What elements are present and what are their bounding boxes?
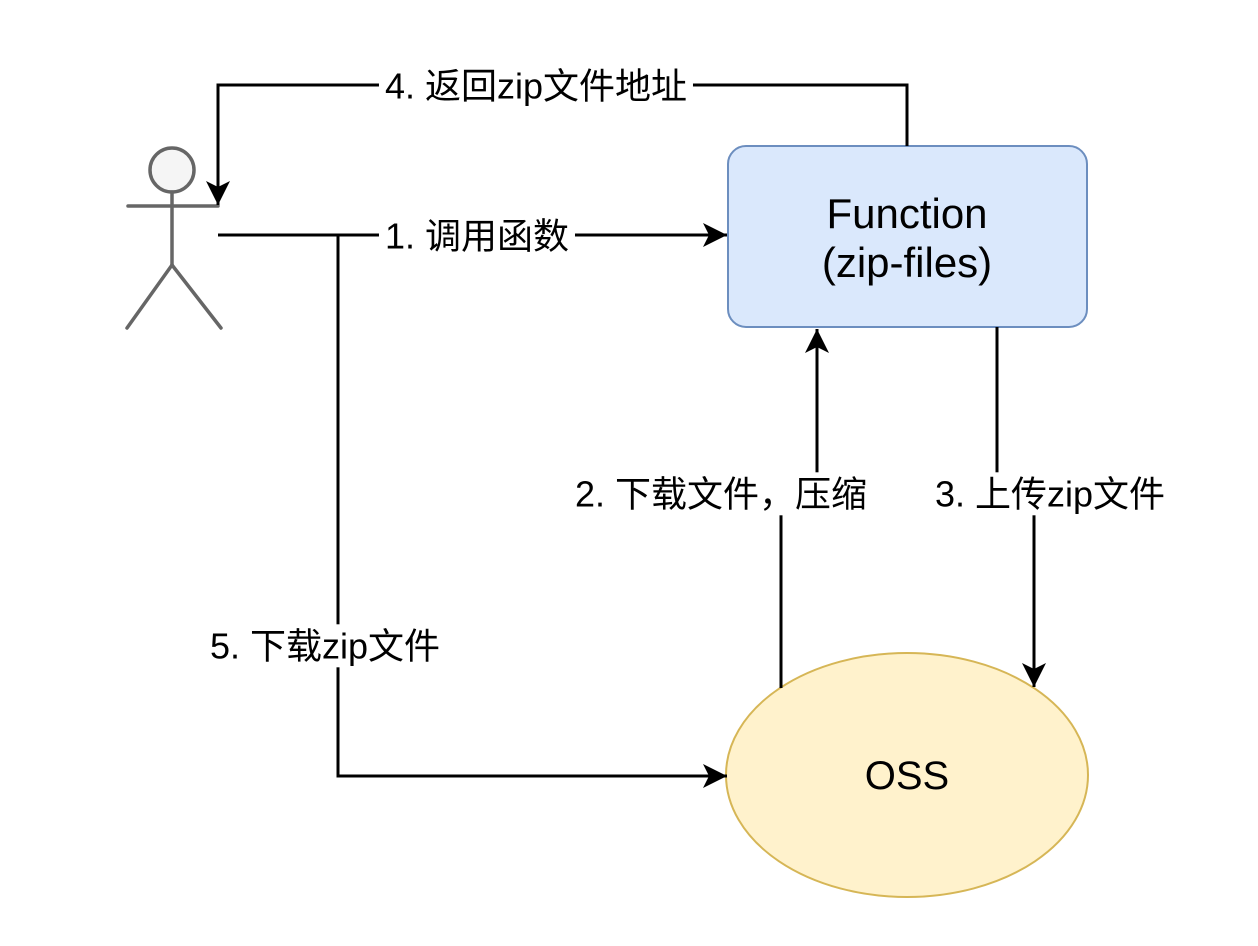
function-node-label-line1: Function [826,190,988,237]
actor-leg-left [125,263,174,330]
edge-label-download-zip: 5. 下载zip文件 [203,624,447,668]
edge-label-download-compress: 2. 下载文件，压缩 [568,472,874,516]
edge-label-upload-zip: 3. 上传zip文件 [928,472,1172,516]
edge-download-zip [336,235,727,788]
user-actor [125,146,223,330]
function-node-label-line2: (zip-files) [821,239,993,286]
actor-leg-right [170,263,223,330]
edge-label-return-zip-url: 4. 返回zip文件地址 [378,64,694,108]
function-node-label: Function (zip-files) [822,189,992,287]
oss-node-label: OSS [864,754,950,798]
actor-head [148,146,196,194]
edge-label-call-function: 1. 调用函数 [378,214,576,258]
